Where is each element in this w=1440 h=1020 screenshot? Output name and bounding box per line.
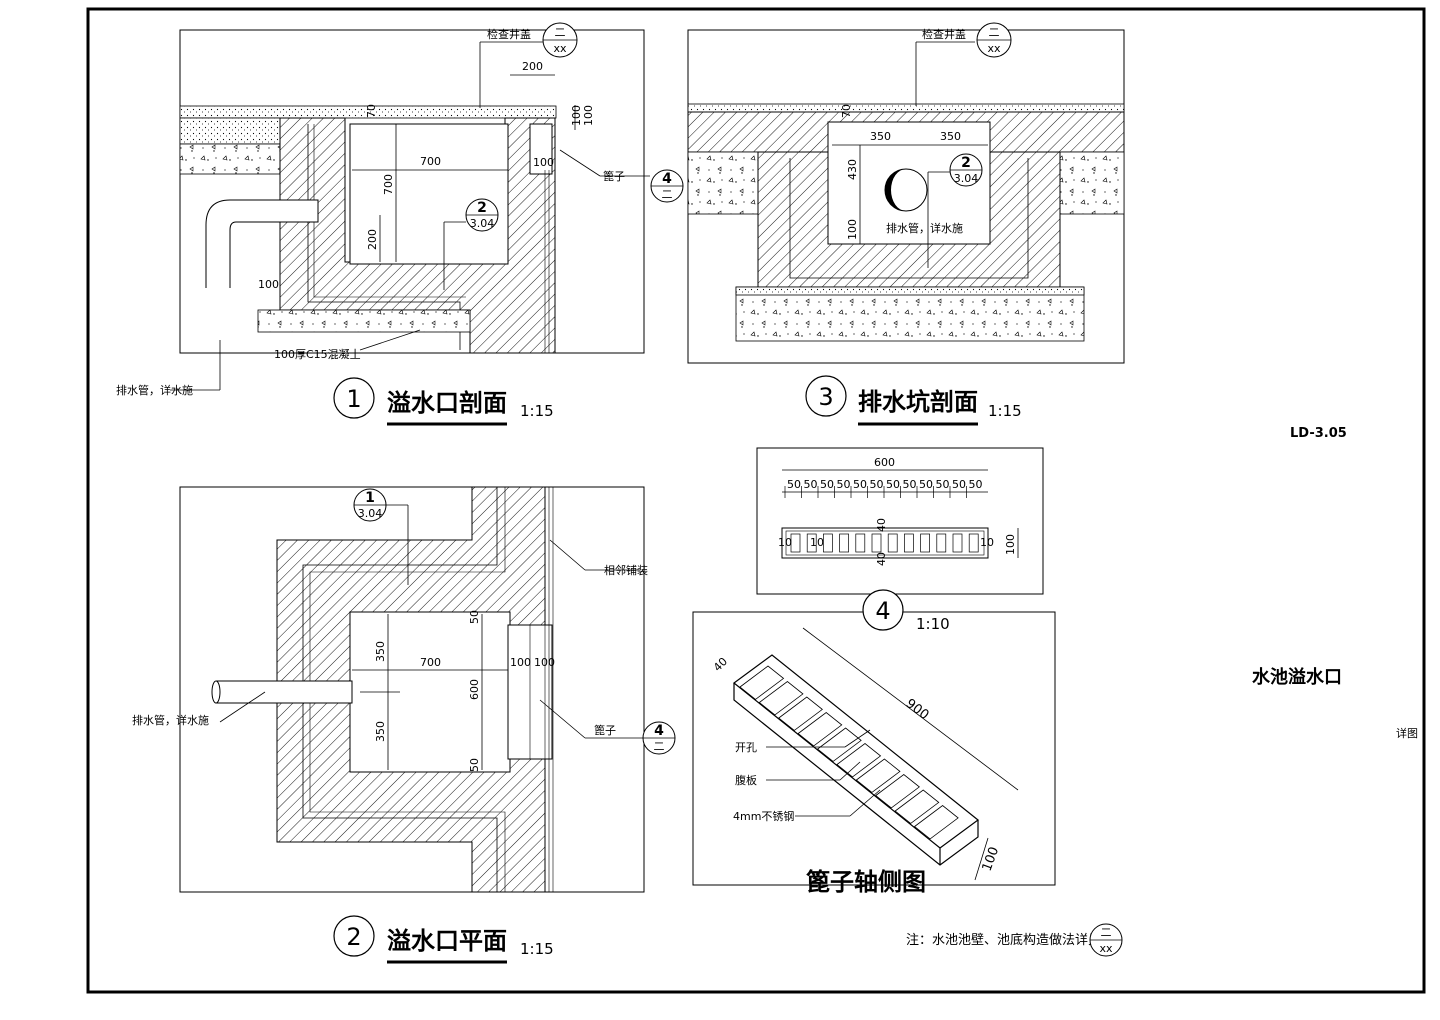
ref-4-er-2: 二 xyxy=(654,740,665,753)
dim-50-seg: 50 xyxy=(952,478,966,491)
dim-430: 430 xyxy=(846,159,859,180)
dim-100b: 100 xyxy=(582,105,595,126)
dim-10-b: 10 xyxy=(810,536,824,549)
dim-70-3: 70 xyxy=(840,104,853,118)
dim-50-seg: 50 xyxy=(853,478,867,491)
ref-2-num: 2 xyxy=(477,200,487,216)
view-3-scale: 1:15 xyxy=(988,402,1022,420)
dim-50-seg: 50 xyxy=(936,478,950,491)
grate-label-2: 篦子 xyxy=(594,723,616,737)
dim-350-r: 350 xyxy=(940,130,961,143)
adjacent-paving-label: 相邻铺装 xyxy=(604,564,648,577)
dim-40-b: 40 xyxy=(875,552,888,566)
view-1-number: 1 xyxy=(346,385,361,413)
dim-50-seg: 50 xyxy=(969,478,983,491)
dim-700-plan: 700 xyxy=(420,656,441,669)
dim-200v: 200 xyxy=(366,229,379,250)
ref-2-sheet-3: 3.04 xyxy=(954,172,979,185)
dim-100a: 100 xyxy=(570,105,583,126)
dim-10-c: 10 xyxy=(980,536,994,549)
view-4-grate-iso: 4 1:10 900 100 40 开孔 腹板 4mm不锈钢 篦子轴侧图 xyxy=(692,589,1056,896)
ref-bottom-3: xx xyxy=(987,42,1001,55)
view-1-overflow-section: 检查井盖 二 xx 200 70 100 100 100 700 700 200… xyxy=(116,22,684,426)
ref-top-3: 二 xyxy=(989,26,1000,39)
drain-pipe-label-2: 排水管，详水施 xyxy=(132,713,209,727)
ref-top: 二 xyxy=(555,26,566,39)
ref-2-sheet: 3.04 xyxy=(470,217,495,230)
ref-4-num: 4 xyxy=(662,171,672,187)
dim-50-plan-a: 50 xyxy=(468,610,481,624)
iso-title: 篦子轴侧图 xyxy=(806,868,926,896)
dim-100d: 100 xyxy=(258,278,279,291)
dim-40-a: 40 xyxy=(875,518,888,532)
dim-100-plan-b: 100 xyxy=(534,656,555,669)
dim-50-seg: 50 xyxy=(804,478,818,491)
note-ref-bottom: xx xyxy=(1099,942,1113,955)
dim-350-plan-a: 350 xyxy=(374,641,387,662)
view-1-title: 溢水口剖面 xyxy=(387,389,507,417)
view-2-number: 2 xyxy=(346,923,361,951)
drain-pipe-label-3: 排水管，详水施 xyxy=(886,221,963,235)
steel-label: 4mm不锈钢 xyxy=(733,810,794,823)
dim-50-seg: 50 xyxy=(820,478,834,491)
view-2-scale: 1:15 xyxy=(520,940,554,958)
manhole-cover-label: 检查井盖 xyxy=(487,27,531,41)
dim-50-seg: 50 xyxy=(787,478,801,491)
hole-label: 开孔 xyxy=(735,741,757,754)
view-1-scale: 1:15 xyxy=(520,402,554,420)
dim-100-plan-a: 100 xyxy=(510,656,531,669)
dim-50-plan-b: 50 xyxy=(468,758,481,772)
ref-bottom: xx xyxy=(553,42,567,55)
sheet-border xyxy=(86,7,1426,994)
dim-350-l: 350 xyxy=(870,130,891,143)
ref-4-num-2: 4 xyxy=(654,723,664,739)
sheet-title: 水池溢水口 xyxy=(1252,666,1342,688)
dim-100-grate: 100 xyxy=(1004,534,1017,555)
dim-100c: 100 xyxy=(533,156,554,169)
dim-700v: 700 xyxy=(382,174,395,195)
dim-50-seg: 50 xyxy=(837,478,851,491)
dim-40-iso: 40 xyxy=(711,655,730,674)
dim-350-plan-b: 350 xyxy=(374,721,387,742)
dim-900-iso: 900 xyxy=(903,696,932,723)
dim-200: 200 xyxy=(522,60,543,73)
dim-600-grate: 600 xyxy=(874,456,895,469)
manhole-cover-label-3: 检查井盖 xyxy=(922,27,966,41)
sheet-number: LD-3.05 xyxy=(1290,426,1347,441)
view-4-number: 4 xyxy=(875,597,890,625)
grate-label-1: 篦子 xyxy=(603,169,625,183)
view-2-overflow-plan: 700 100 100 350 350 600 50 50 1 3.04 相邻铺… xyxy=(132,486,676,964)
concrete-label: 100厚C15混凝土 xyxy=(274,347,361,361)
view-4-scale: 1:10 xyxy=(916,615,950,633)
view-2-title: 溢水口平面 xyxy=(387,927,507,955)
dim-50-seg: 50 xyxy=(919,478,933,491)
dim-70: 70 xyxy=(365,104,378,118)
ref-4-er: 二 xyxy=(662,188,673,201)
view-3-title: 排水坑剖面 xyxy=(858,388,978,416)
dim-50-seg: 50 xyxy=(903,478,917,491)
ref-2-num-3: 2 xyxy=(961,155,971,171)
dim-700: 700 xyxy=(420,155,441,168)
view-3-sump-section: 检查井盖 二 xx 70 350 350 430 100 排水管，详水施 2 3… xyxy=(687,22,1125,426)
dim-50-seg: 50 xyxy=(870,478,884,491)
ref-1-sheet: 3.04 xyxy=(358,507,383,520)
note-ref-top: 二 xyxy=(1101,926,1112,939)
dim-600-plan: 600 xyxy=(468,679,481,700)
dim-100-3: 100 xyxy=(846,219,859,240)
sheet-note: 注：水池池壁、池底构造做法详见 xyxy=(906,932,1101,948)
dim-10-a: 10 xyxy=(778,536,792,549)
dim-50-seg: 50 xyxy=(886,478,900,491)
view-3-number: 3 xyxy=(818,383,833,411)
sheet-subtitle: 详图 xyxy=(1396,726,1418,740)
dim-100-iso: 100 xyxy=(980,845,1003,873)
ref-1-num: 1 xyxy=(365,490,375,506)
web-label: 腹板 xyxy=(735,773,757,787)
drain-pipe-label-1: 排水管，详水施 xyxy=(116,383,193,397)
